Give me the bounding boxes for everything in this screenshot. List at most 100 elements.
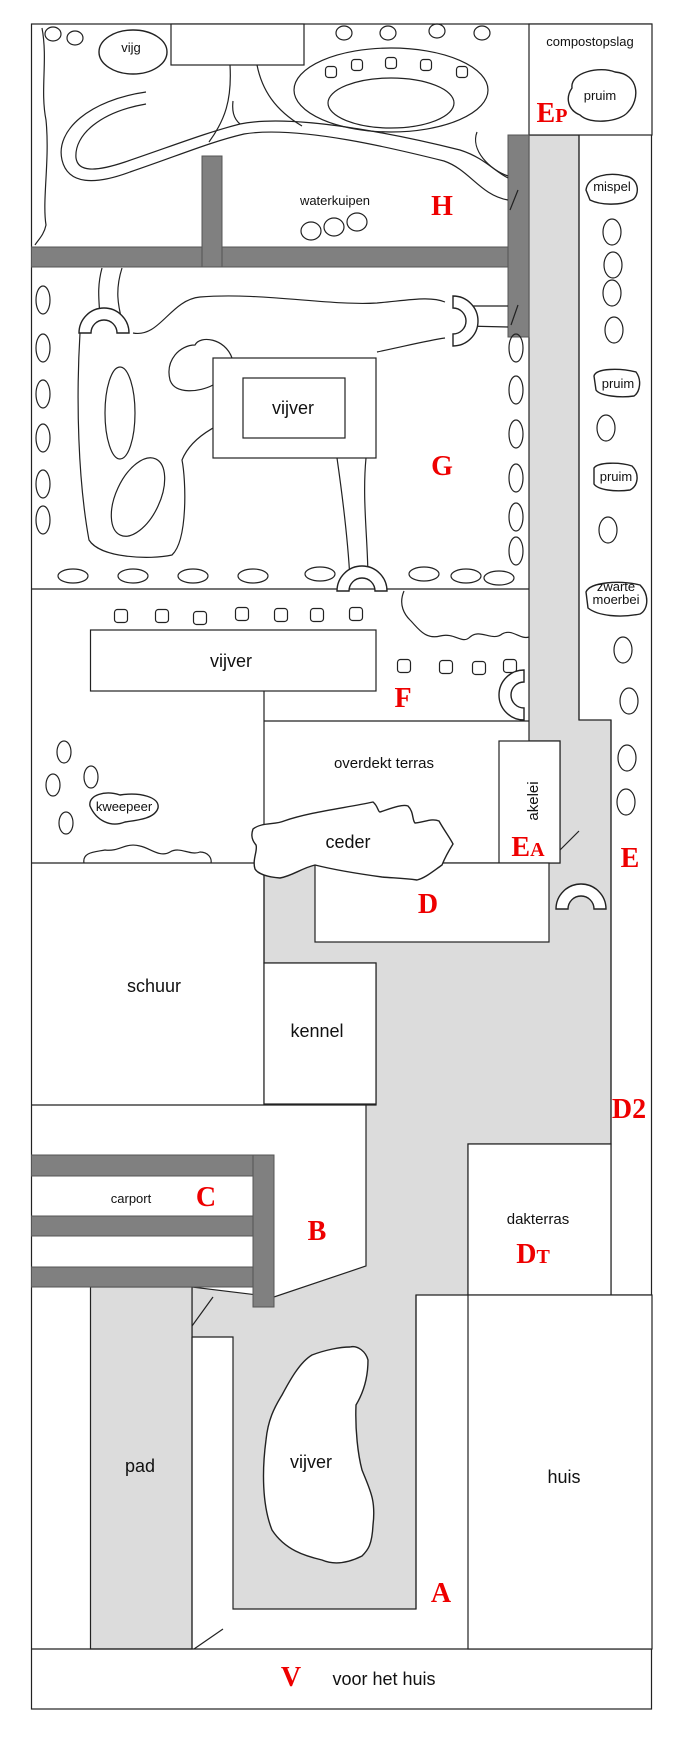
shrub-oval [237, 568, 269, 584]
shrub-oval [35, 333, 51, 363]
winding-path-inner [75, 103, 509, 179]
shrub-oval [304, 566, 336, 582]
shrub-oval [408, 566, 440, 582]
shrub-oval [602, 279, 622, 307]
shrub-oval [379, 25, 397, 41]
shrub-oval [613, 636, 633, 664]
shed-h [170, 23, 305, 66]
huis-label: huis [547, 1467, 580, 1487]
garden-arch-icon [498, 669, 525, 721]
shrub-oval [58, 811, 74, 835]
shrub-oval [56, 740, 72, 764]
gate-line [509, 189, 519, 326]
shrub-oval [450, 568, 482, 584]
carport-beam-1 [31, 1154, 254, 1177]
fence-h-horizontal [31, 246, 530, 268]
shrub-oval [35, 423, 51, 453]
zone-label-f: F [394, 683, 411, 714]
pruim-compost-label: pruim [584, 88, 617, 103]
kennel-label: kennel [290, 1021, 343, 1041]
shrub-oval [428, 23, 446, 39]
stepping-stone [419, 58, 433, 72]
mispel-label: mispel [593, 179, 631, 194]
shrub-oval [616, 788, 636, 816]
vijver-f-label: vijver [210, 651, 252, 671]
overdekt-terras-label: overdekt terras [334, 755, 434, 772]
f-shrub-border [401, 590, 530, 641]
zwarte-moerbei-label-1: zwarte [597, 579, 635, 594]
zone-label-a: A [431, 1578, 452, 1609]
carport-post [252, 1154, 275, 1308]
shrub-oval [598, 516, 618, 544]
stepping-stone [309, 607, 325, 623]
kweepeer-shrub [83, 844, 212, 864]
shrub-oval [117, 568, 149, 584]
g-inner-bed-2 [110, 457, 166, 537]
shrub-oval [473, 25, 491, 41]
shrub-oval [596, 414, 616, 442]
schuur-label: schuur [127, 976, 181, 996]
stepping-stone [113, 608, 129, 624]
vijg-tree [98, 29, 168, 75]
stepping-stone [324, 65, 338, 79]
pad-path [89, 1286, 193, 1650]
garden-arch-icon [452, 295, 479, 347]
ceder-tree [251, 801, 454, 881]
kennel [263, 962, 377, 1105]
carport-label: carport [111, 1191, 152, 1206]
pruim-2-label: pruim [600, 469, 633, 484]
shrub-oval [617, 744, 637, 772]
shrub-oval [483, 570, 515, 586]
mispel-tree [585, 173, 638, 205]
vijver-f [89, 629, 377, 692]
hedge-left [34, 27, 48, 246]
gate-line-e [559, 830, 580, 851]
g-path-top [98, 267, 509, 334]
stepping-stone [471, 660, 487, 676]
kweepeer-tree [89, 792, 159, 825]
pruim-tree-compost [567, 69, 637, 122]
shrub-oval [603, 251, 623, 279]
zone-label-e: E [621, 843, 640, 874]
vijver-g-inner [242, 377, 346, 439]
shrub-oval [66, 30, 84, 46]
dakterras [467, 1143, 612, 1296]
stepping-stone [234, 606, 250, 622]
shrub-oval [35, 285, 51, 315]
shrub-oval [83, 765, 99, 789]
branch-paths [208, 64, 303, 143]
stepping-stone [348, 606, 364, 622]
zone-label-ea: EA [511, 832, 545, 863]
voor-het-huis-label: voor het huis [332, 1669, 435, 1689]
stepping-stone [273, 607, 289, 623]
garden-arch-icon [78, 307, 130, 334]
shrub-oval [44, 26, 62, 42]
zwarte-moerbei-label-2: moerbei [593, 592, 640, 607]
pruim-tree-2 [593, 462, 638, 492]
shrub-oval [35, 469, 51, 499]
shrub-oval [335, 25, 353, 41]
water-tub [346, 212, 368, 232]
loop-connector [475, 131, 509, 177]
ceder-label: ceder [325, 832, 370, 852]
zone-label-b: B [308, 1216, 327, 1247]
winding-path-outer [60, 91, 509, 201]
kweepeer-label: kweepeer [96, 799, 153, 814]
garden-arch-icon [336, 565, 388, 592]
carport-beam-3 [31, 1266, 254, 1288]
huis [467, 1294, 653, 1650]
garden-arch-icon [555, 883, 607, 910]
lawn-loop-outer [293, 47, 489, 133]
shrub-oval [45, 773, 61, 797]
shrub-oval [177, 568, 209, 584]
d-area [314, 862, 550, 943]
shrub-oval [508, 375, 524, 405]
g-inner-bed-1 [104, 366, 136, 460]
zone-label-d2: D2 [612, 1094, 646, 1125]
pruim-1-label: pruim [602, 376, 635, 391]
stepping-stone [396, 658, 412, 674]
gate-lines-front [191, 1296, 224, 1650]
water-tub [300, 221, 322, 241]
stepping-stone [154, 608, 170, 624]
